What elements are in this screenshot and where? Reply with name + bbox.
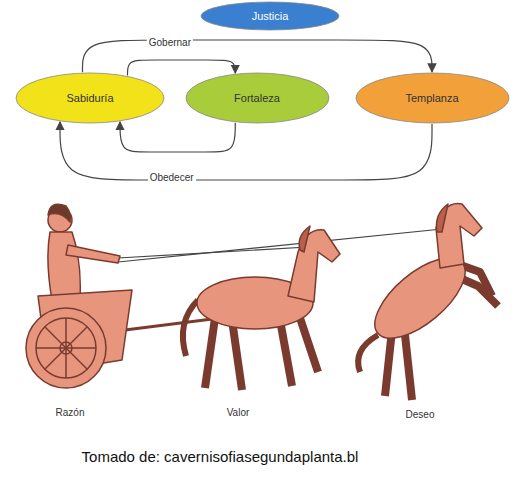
chariot: [26, 290, 132, 388]
curved-arrow: [120, 122, 235, 152]
horse-deseo: [358, 204, 498, 401]
figure-label: Valor: [227, 407, 250, 418]
node-text: Fortaleza: [234, 92, 280, 104]
ellipse-node: Templanza: [355, 72, 510, 124]
rein: [118, 228, 452, 262]
curved-arrow: [60, 122, 432, 180]
edge-label: Obedecer: [148, 172, 196, 183]
figure-label: Razón: [56, 407, 85, 418]
node-text: Justicia: [252, 10, 289, 22]
ellipse-fill: [186, 73, 329, 123]
curved-arrow: [128, 60, 236, 75]
curved-arrow: [83, 40, 433, 72]
figure-label: Deseo: [406, 409, 435, 420]
ellipse-fill: [201, 2, 339, 30]
ellipse-fill: [16, 73, 164, 123]
edge-label: Gobernar: [147, 37, 193, 48]
source-caption: Tomado de: cavernisofiasegundaplanta.bl: [82, 448, 359, 465]
node-text: Templanza: [405, 92, 458, 104]
ellipse-node: Sabiduría: [15, 72, 165, 124]
charioteer: [48, 204, 120, 300]
node-text: Sabiduría: [66, 92, 113, 104]
ellipse-fill: [356, 73, 509, 123]
horse-valor: [183, 226, 340, 390]
ellipse-node: Fortaleza: [185, 72, 330, 124]
ellipse-node: Justicia: [200, 1, 340, 31]
